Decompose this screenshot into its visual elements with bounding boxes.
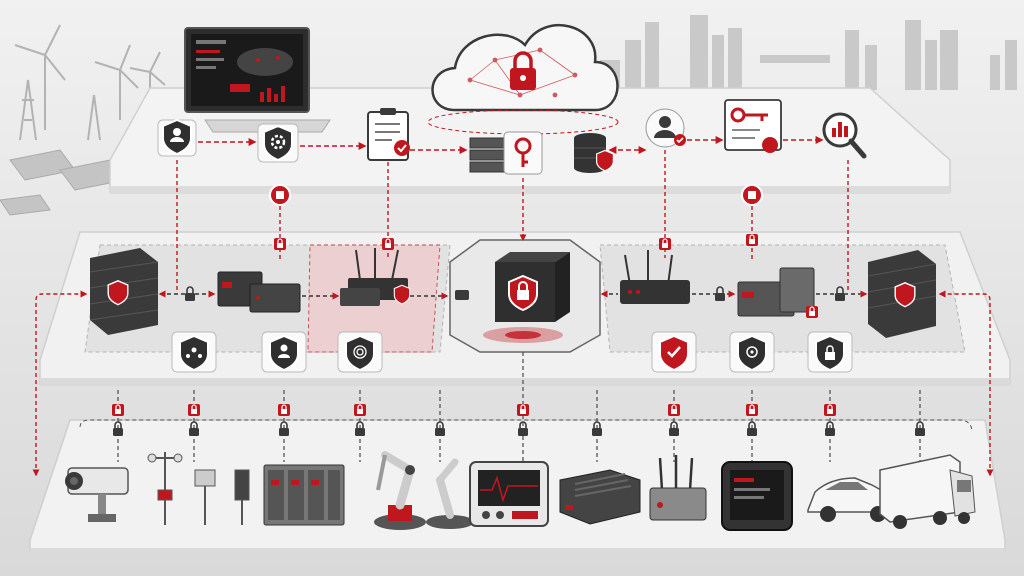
user-shield-icon (261, 331, 307, 373)
embedded-computer (559, 469, 641, 525)
outer-loop-links (32, 290, 994, 477)
server-key-icon (469, 131, 543, 175)
link-badges-upper (269, 184, 763, 251)
edge-link-locks (184, 286, 846, 302)
rugged-tablet (721, 461, 793, 531)
edge-to-device-links (117, 352, 921, 462)
solar-panels (0, 149, 126, 216)
firewall-left (89, 248, 159, 335)
check-shield-icon (651, 331, 697, 373)
secure-core-enclosure (449, 239, 601, 353)
cloud-layer-connections (198, 136, 824, 154)
monitor-dashboard (184, 27, 331, 133)
analytics-search-icon (822, 112, 867, 159)
admin-shield-icon (157, 119, 197, 157)
user-check-icon (645, 108, 686, 148)
iot-gateway (649, 455, 707, 521)
gear-shield-icon (257, 123, 299, 163)
firewall-right (867, 250, 937, 338)
cloud-lock-icon (427, 24, 619, 135)
wireless-router (340, 248, 411, 306)
clipboard-check-icon (367, 108, 410, 161)
database-shield-icon (574, 133, 615, 173)
wind-turbines (14, 24, 166, 141)
patient-monitor (469, 461, 549, 527)
fingerprint-shield-icon (337, 331, 383, 373)
certificate-key-icon (724, 99, 782, 153)
security-camera (65, 467, 129, 522)
network-shield-icon (171, 331, 217, 373)
nodes-shield-icon (729, 331, 775, 373)
robot-arm (374, 451, 474, 530)
edge-gateway (217, 271, 301, 313)
weather-sensor (147, 452, 250, 525)
delivery-truck (879, 454, 976, 529)
lock-shield-icon (807, 331, 853, 373)
industrial-controller (263, 464, 345, 526)
edge-server (737, 267, 819, 319)
access-point (620, 250, 690, 304)
